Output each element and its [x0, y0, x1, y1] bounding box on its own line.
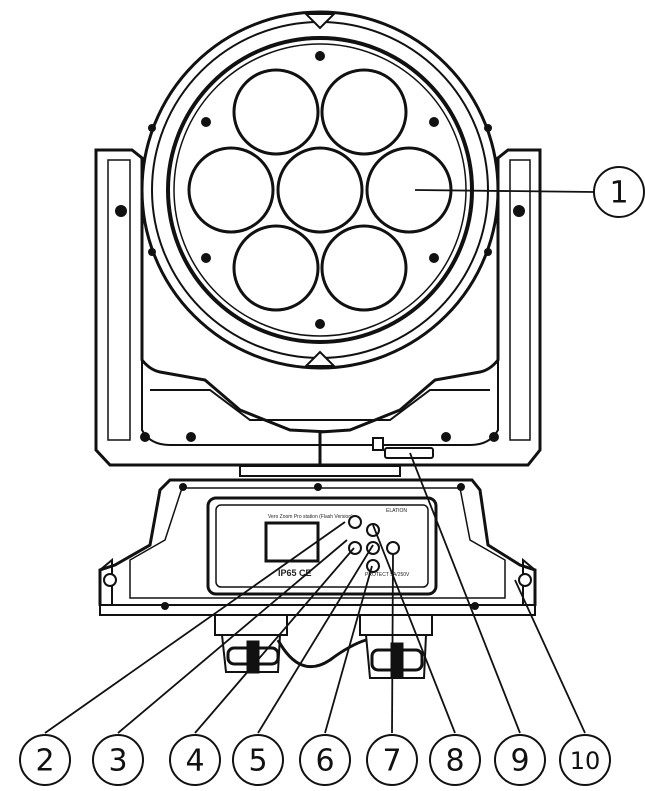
callout-circle	[366, 734, 418, 786]
callout-label: 9	[510, 744, 529, 779]
callout-10: 10	[559, 734, 611, 786]
right-button-icon	[386, 541, 400, 555]
lens-top-left	[232, 68, 320, 156]
callout-label: 5	[248, 744, 267, 779]
lens-top-right	[320, 68, 408, 156]
callout-circle	[593, 166, 645, 218]
lens-bottom-left	[232, 224, 320, 312]
callout-circle	[299, 734, 351, 786]
panel-voltage-text: PROTECT 5A/250V	[365, 572, 410, 578]
callout-8: 8	[429, 734, 481, 786]
lens-center	[276, 146, 364, 234]
callout-circle	[19, 734, 71, 786]
panel-rating-text: IP65 CE	[278, 568, 312, 578]
lens-middle-left	[187, 146, 275, 234]
callout-4: 4	[169, 734, 221, 786]
pan-lock-slot	[384, 447, 434, 459]
connectors	[214, 614, 433, 679]
panel-brand-text: ELATION	[386, 508, 407, 514]
callout-label: 4	[185, 744, 204, 779]
menu-button-icon	[348, 515, 362, 529]
callout-circle	[429, 734, 481, 786]
callout-6: 6	[299, 734, 351, 786]
callout-circle	[494, 734, 546, 786]
callout-label: 7	[382, 744, 401, 779]
power-cable	[276, 638, 367, 669]
callout-circle	[559, 734, 611, 786]
lens-bottom-right	[320, 224, 408, 312]
callout-3: 3	[92, 734, 144, 786]
callout-label: 10	[570, 747, 601, 775]
display-screen	[264, 521, 320, 563]
leader-lines	[44, 189, 596, 734]
callout-circle	[169, 734, 221, 786]
callout-1: 1	[593, 166, 645, 218]
callout-9: 9	[494, 734, 546, 786]
callout-circle	[92, 734, 144, 786]
callout-label: 2	[35, 744, 54, 779]
base-lower-plate	[99, 604, 536, 616]
panel-header-text: Vero Zoom Pro station (Flash Version)	[268, 514, 353, 520]
callout-5: 5	[232, 734, 284, 786]
callout-7: 7	[366, 734, 418, 786]
callout-label: 6	[315, 744, 334, 779]
callout-2: 2	[19, 734, 71, 786]
callout-circle	[232, 734, 284, 786]
lens-cluster	[187, 68, 453, 312]
callout-label: 3	[108, 744, 127, 779]
yoke-bolts	[115, 205, 525, 442]
down-button-icon	[366, 559, 380, 573]
callout-label: 1	[609, 176, 628, 211]
callouts: 1 2 3 4 5 6 7 8 9 10	[19, 166, 645, 786]
callout-label: 8	[445, 744, 464, 779]
control-panel: Vero Zoom Pro station (Flash Version) IP…	[206, 496, 438, 596]
